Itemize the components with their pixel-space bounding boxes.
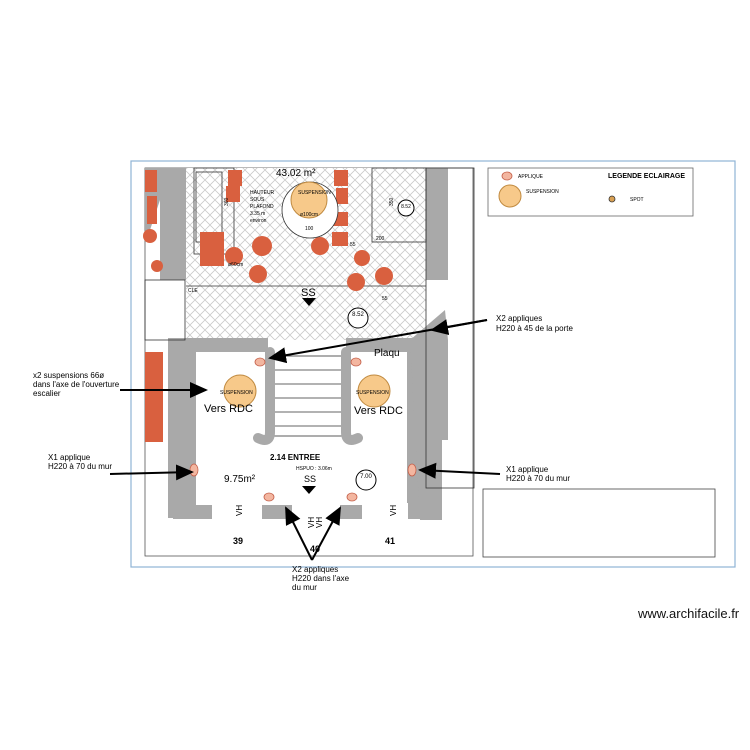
legend-suspension-label: SUSPENSION [526, 189, 559, 195]
dim-350: 350 [389, 197, 395, 206]
legend-box [487, 167, 694, 217]
ss-markers [302, 298, 316, 494]
bottom-number-39: 39 [233, 536, 243, 546]
bottom-number-41: 41 [385, 536, 395, 546]
dim-55-b: 55 [382, 296, 388, 302]
dim-100: 100 [305, 226, 314, 232]
dim-55-a: 55 [350, 242, 356, 248]
cle-label: CLE [188, 288, 198, 294]
side-table-label: ø60cm [228, 262, 243, 268]
note-top-right-2: H220 à 45 de la porte [496, 324, 573, 333]
ceiling-note-2: SOUS [250, 197, 265, 203]
ceiling-note-1: HAUTEUR [250, 190, 275, 196]
vh-label-1: VH [235, 505, 244, 516]
note-left-mid-2: H220 à 70 du mur [48, 462, 112, 471]
suspension-lamps [223, 181, 391, 408]
ss-label-upper: SS [301, 287, 316, 299]
entree-hsp: HSPUO : 3.06m [296, 466, 332, 472]
suspension-label-right: SUSPENSION [356, 390, 389, 396]
dim-360-a: 360 [224, 197, 230, 206]
vh-label-4: VH [307, 517, 316, 528]
entree-area: 9.75m² [224, 474, 256, 485]
ceiling-note-4: 3.35 m [250, 211, 265, 217]
title-block [482, 488, 716, 558]
level-tag-1: 8.52 [401, 204, 411, 210]
note-left-top-1: x2 suspensions 66ø [33, 371, 104, 380]
legend-applique-icon [501, 171, 513, 181]
ceiling-note-5: environ [250, 218, 267, 224]
level-tag-3: 7.00 [360, 474, 372, 480]
note-bottom-2: H220 dans l'axe [292, 574, 350, 583]
bottom-number-40: 40 [310, 544, 320, 554]
vh-label-3: VH [389, 505, 398, 516]
suspension-big-dim: ø100cm [300, 212, 318, 218]
room-area-upper: 43.02 m² [276, 168, 316, 179]
level-tags: 8.52 8.52 7.00 [347, 199, 415, 491]
room-outlines [144, 167, 475, 489]
note-top-right-1: X2 appliques [496, 314, 542, 323]
legend-spot-label: SPOT [630, 197, 644, 203]
vers-rdc-right: Vers RDC [354, 405, 403, 417]
note-left-top-3: escalier [33, 389, 61, 398]
ss-label-lower: SS [304, 474, 316, 484]
note-right-mid-2: H220 à 70 du mur [506, 474, 570, 483]
legend-title: LEGENDE ECLAIRAGE [608, 173, 685, 180]
dim-200: 200 [376, 236, 385, 242]
sheet-frame [130, 160, 736, 568]
legend-suspension-icon [498, 184, 522, 208]
stair-rails [253, 347, 363, 445]
entree-title: 2.14 ENTREE [270, 453, 321, 462]
plaque-label: Plaqu [374, 348, 400, 359]
suspension-label-left: SUSPENSION [220, 390, 253, 396]
level-tag-2: 8.52 [352, 312, 364, 318]
ceiling-note-3: PLAFOND [250, 204, 274, 210]
suspension-big-label: SUSPENSION [298, 190, 331, 196]
note-left-mid-1: X1 applique [48, 453, 91, 462]
legend-spot-icon [608, 195, 616, 203]
watermark: www.archifacile.fr [638, 606, 740, 621]
note-bottom-1: X2 appliques [292, 565, 338, 574]
annotation-arrows [109, 319, 501, 561]
applique-lamps [189, 357, 417, 502]
note-bottom-3: du mur [292, 583, 317, 592]
furniture [143, 170, 393, 442]
vers-rdc-left: Vers RDC [204, 403, 253, 415]
vh-label-2: VH [315, 517, 324, 528]
note-left-top-2: dans l'axe de l'ouverture [33, 380, 120, 389]
legend-applique-label: APPLIQUE [518, 174, 544, 180]
note-right-mid-1: X1 applique [506, 465, 549, 474]
